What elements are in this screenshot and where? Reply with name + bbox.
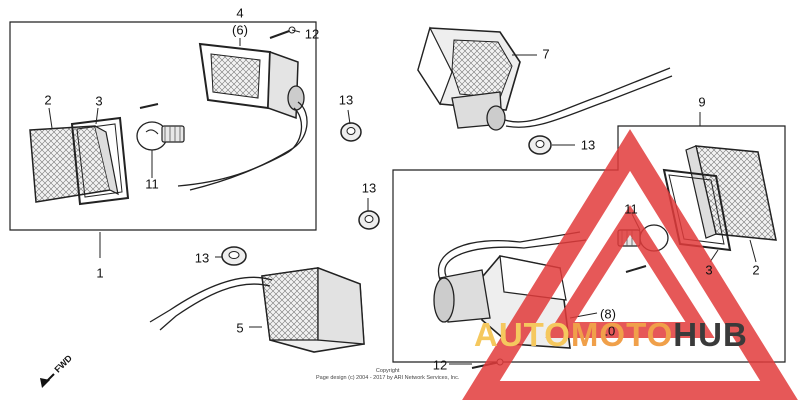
callout-7: 7 xyxy=(542,46,550,62)
nut-13c xyxy=(358,210,380,230)
callout-13b: 13 xyxy=(580,137,596,153)
copyright-line-1: Copyright xyxy=(375,368,400,374)
callout-13d: 13 xyxy=(194,250,210,266)
callout-9: 9 xyxy=(698,94,706,110)
copyright-notice: Copyright Page design (c) 2004 - 2017 by… xyxy=(316,368,459,382)
watermark-triangle xyxy=(462,129,798,400)
gasket-3-left xyxy=(70,116,130,206)
callout-10: 10 xyxy=(600,323,616,339)
callout-2-right: 2 xyxy=(752,262,760,278)
callout-2-left: 2 xyxy=(44,92,52,108)
callout-13a: 13 xyxy=(338,92,354,108)
callout-3-right: 3 xyxy=(705,262,713,278)
callout-1: 1 xyxy=(96,265,104,281)
callout-12-bottom: 12 xyxy=(432,357,448,373)
group-frame-left xyxy=(9,21,317,231)
watermark-brand: AUTOMOTOHUB xyxy=(474,318,748,351)
turn-signal-5 xyxy=(261,267,365,353)
lens-2-right xyxy=(685,145,777,241)
callout-8: (8) xyxy=(600,306,616,322)
brand-hub: HUB xyxy=(673,316,748,353)
nut-13a xyxy=(340,122,362,142)
nut-13d xyxy=(221,246,247,266)
callout-3-left: 3 xyxy=(95,93,103,109)
brand-moto: MOTO xyxy=(570,316,674,353)
brand-auto: AUTO xyxy=(474,316,571,353)
nut-13b xyxy=(528,135,552,155)
callout-6: (6) xyxy=(232,22,248,38)
callout-12-top: 12 xyxy=(304,26,320,42)
callout-4: 4 xyxy=(236,5,244,21)
callout-11-left: 11 xyxy=(145,176,159,192)
turn-signal-7 xyxy=(417,26,521,131)
callout-5: 5 xyxy=(236,320,244,336)
lens-2-left xyxy=(29,125,119,203)
housing-4 xyxy=(198,42,305,120)
callout-11-right: 11 xyxy=(624,201,638,217)
callout-13c: 13 xyxy=(361,180,377,196)
copyright-line-2: Page design (c) 2004 - 2017 by ARI Netwo… xyxy=(316,375,460,382)
bulb-11-left xyxy=(136,121,185,151)
